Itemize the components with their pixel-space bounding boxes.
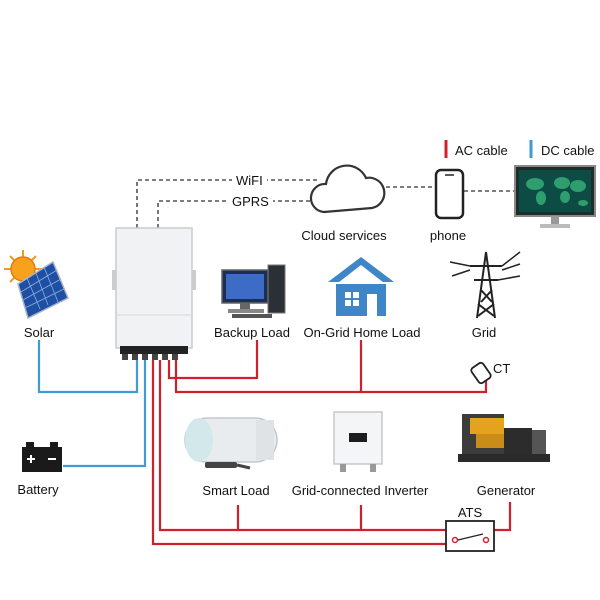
cloud-services-label: Cloud services [301,228,387,243]
gprs-label: GPRS [228,195,273,208]
house-icon [328,257,394,316]
grid-inverter-icon [333,411,383,472]
on-grid-home-load-label: On-Grid Home Load [303,325,421,340]
ats-label: ATS [457,505,483,520]
cloud-icon [309,164,386,214]
diesel-generator-icon [458,414,550,462]
ac-cable-legend-label: AC cable [455,143,508,158]
smart-load-label: Smart Load [202,483,270,498]
solar-panel-icon [17,260,69,320]
hybrid-inverter-icon [112,227,196,360]
ct-label: CT [493,361,511,376]
backup-load-label: Backup Load [214,325,290,340]
solar-label: Solar [23,325,55,340]
desktop-computer-icon [221,264,286,318]
current-transformer-icon [470,361,492,385]
wifi-label: WiFI [232,174,267,187]
monitor-world-map-icon [514,165,596,228]
water-heater-icon [184,417,278,470]
dc-cable-lines [37,340,147,468]
grid-label: Grid [471,325,497,340]
grid-connected-inverter-label: Grid-connected Inverter [291,483,429,498]
transfer-switch-icon [445,520,495,552]
transmission-tower-icon [449,251,521,319]
battery-label: Battery [17,482,59,497]
smartphone-icon [434,168,465,220]
generator-label: Generator [476,483,536,498]
dc-cable-legend-label: DC cable [541,143,595,158]
battery-icon [22,442,62,472]
phone-label: phone [429,228,467,243]
ac-cable-lines [151,340,512,546]
